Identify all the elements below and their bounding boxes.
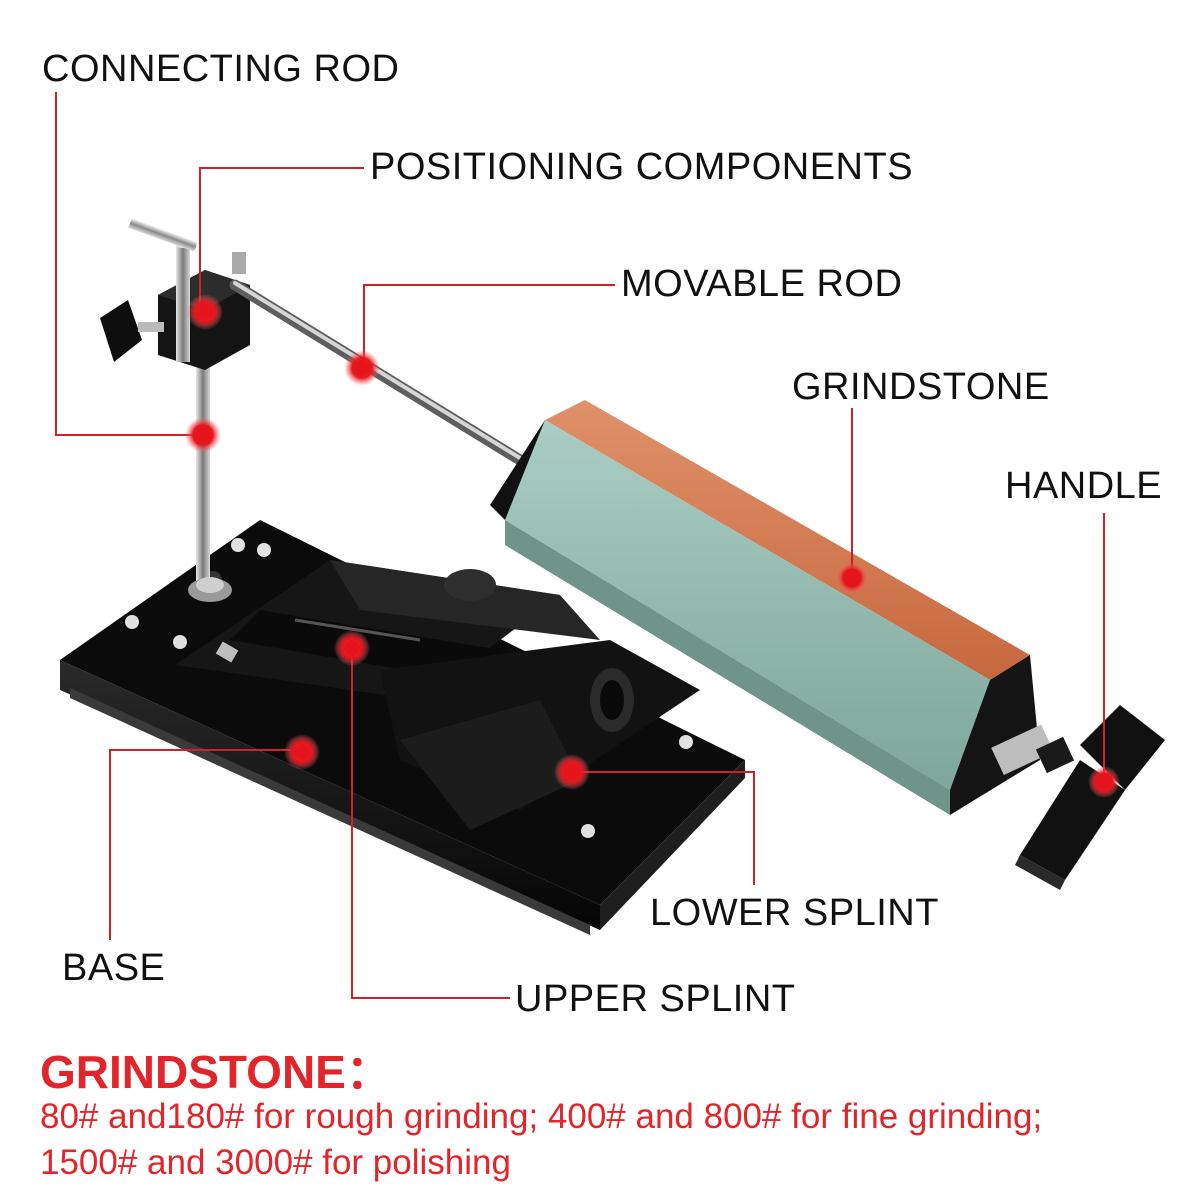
label-grindstone: GRINDSTONE (792, 366, 1050, 408)
grindstone-info-title: GRINDSTONE： (40, 1046, 392, 1098)
callout-dots (185, 294, 1120, 798)
label-base: BASE (62, 947, 166, 989)
connecting-rod-part (188, 330, 232, 602)
callout-line-movable-rod (363, 284, 615, 365)
callout-lines (55, 92, 1105, 999)
positioning-components-part (100, 218, 250, 370)
label-handle: HANDLE (1005, 465, 1163, 507)
callout-line-positioning (199, 167, 364, 312)
lower-splint-part (380, 640, 700, 830)
callout-line-lower-splint (574, 771, 755, 885)
callout-line-upper-splint (351, 648, 510, 999)
callout-line-base (109, 749, 300, 940)
grindstone-info-line-2: 1500# and 3000# for polishing (40, 1143, 511, 1182)
grindstone-part (490, 400, 1075, 815)
label-movable-rod: MOVABLE ROD (621, 263, 903, 305)
label-connecting-rod: CONNECTING ROD (42, 48, 400, 90)
label-positioning-components: POSITIONING COMPONENTS (370, 146, 914, 188)
callout-line-connecting-rod (55, 92, 203, 436)
label-upper-splint: UPPER SPLINT (515, 978, 796, 1020)
label-lower-splint: LOWER SPLINT (650, 892, 939, 934)
grindstone-info-line-1: 80# and180# for rough grinding; 400# and… (40, 1097, 1043, 1136)
